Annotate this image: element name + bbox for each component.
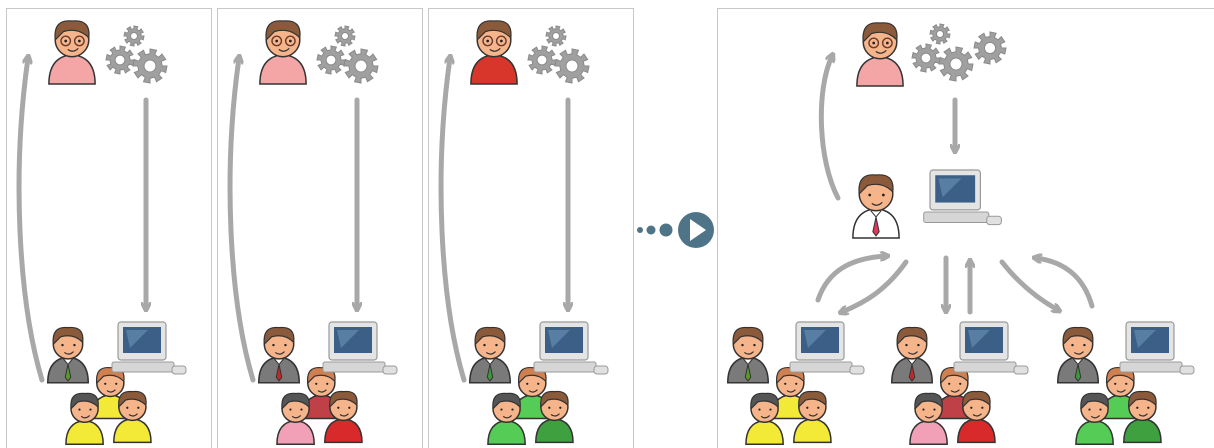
team-member-icon bbox=[276, 392, 315, 446]
team-lead-icon bbox=[47, 326, 89, 384]
team-member-icon bbox=[113, 390, 152, 444]
team-icon bbox=[891, 326, 996, 446]
team-icon bbox=[258, 326, 363, 446]
gear bbox=[132, 48, 168, 84]
flow-arrow bbox=[438, 58, 467, 383]
stage-4-content bbox=[727, 22, 1195, 446]
gear bbox=[527, 45, 557, 75]
manager-icon bbox=[259, 20, 307, 85]
flow-arrow bbox=[1036, 258, 1095, 309]
team-member-icon bbox=[957, 390, 996, 444]
gears-icon bbox=[911, 23, 1007, 82]
gear bbox=[911, 43, 941, 73]
computer-icon bbox=[923, 169, 1002, 226]
flow-arrow bbox=[16, 58, 45, 383]
computer-icon bbox=[953, 321, 1029, 375]
gear bbox=[343, 48, 379, 84]
flow-arrow bbox=[818, 56, 841, 201]
team-lead-icon bbox=[727, 326, 769, 384]
gears-icon bbox=[316, 25, 379, 84]
stage-2-content bbox=[227, 20, 398, 446]
manager-icon bbox=[470, 20, 518, 85]
flow-arrow bbox=[842, 259, 909, 312]
gear bbox=[123, 25, 145, 47]
gear bbox=[105, 45, 135, 75]
flow-arrow bbox=[999, 259, 1058, 310]
team-member-icon bbox=[535, 390, 574, 444]
stage-3-content bbox=[438, 20, 609, 446]
gear bbox=[316, 45, 346, 75]
gear bbox=[334, 25, 356, 47]
gear bbox=[554, 48, 590, 84]
team-member-icon bbox=[793, 390, 832, 444]
gears-icon bbox=[527, 25, 590, 84]
team-icon bbox=[1057, 326, 1162, 446]
gear bbox=[973, 31, 1007, 65]
team-member-icon bbox=[745, 392, 784, 446]
team-member-icon bbox=[324, 390, 363, 444]
team-member-icon bbox=[1075, 392, 1114, 446]
manager-icon bbox=[48, 20, 96, 85]
gear bbox=[938, 46, 974, 82]
computer-icon bbox=[789, 321, 865, 375]
team-icon bbox=[727, 326, 832, 446]
flow-arrow bbox=[815, 256, 886, 303]
computer-icon bbox=[111, 321, 187, 375]
team-lead-icon bbox=[469, 326, 511, 384]
team-member-icon bbox=[487, 392, 526, 446]
coordinator-icon bbox=[852, 174, 900, 239]
team-lead-icon bbox=[258, 326, 300, 384]
flow-arrow bbox=[227, 58, 256, 383]
stage-1-content bbox=[16, 20, 187, 446]
team-member-icon bbox=[1123, 390, 1162, 444]
gears-icon bbox=[105, 25, 168, 84]
computer-icon bbox=[322, 321, 398, 375]
team-member-icon bbox=[909, 392, 948, 446]
team-icon bbox=[47, 326, 152, 446]
team-member-icon bbox=[65, 392, 104, 446]
computer-icon bbox=[1119, 321, 1195, 375]
manager-icon bbox=[856, 22, 904, 87]
gear bbox=[929, 23, 951, 45]
gear bbox=[545, 25, 567, 47]
next-arrow-icon[interactable] bbox=[637, 212, 714, 248]
computer-icon bbox=[533, 321, 609, 375]
team-lead-icon bbox=[891, 326, 933, 384]
team-lead-icon bbox=[1057, 326, 1099, 384]
